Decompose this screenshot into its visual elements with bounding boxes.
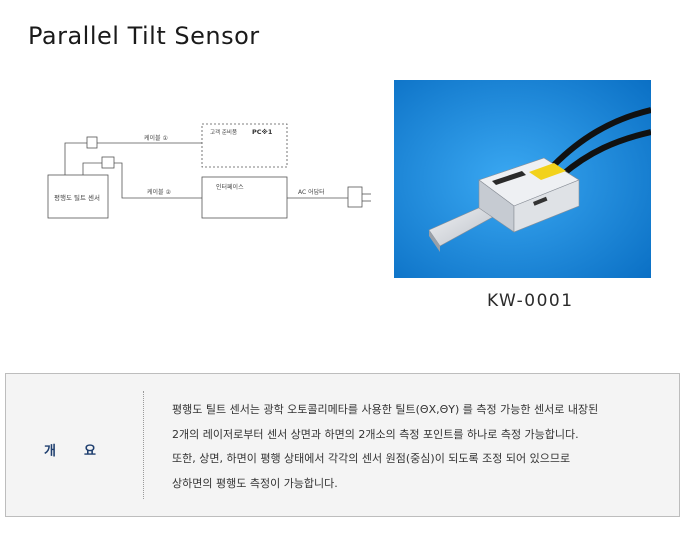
- interface-box: [201, 176, 288, 219]
- sensor-box: [47, 174, 109, 219]
- overview-label-char1: 개: [44, 444, 56, 459]
- interface-label: 인터페이스: [216, 183, 244, 191]
- cable1-label: 케이블 ①: [144, 134, 168, 142]
- product-photo: [394, 80, 651, 278]
- overview-divider: [143, 391, 144, 499]
- overview-line: 상하면의 평행도 측정이 가능합니다.: [172, 476, 338, 490]
- cable2-connector: [101, 156, 115, 169]
- customer-pc-tag: PC※1: [252, 127, 273, 136]
- cable2-line: [82, 162, 102, 175]
- cable2-label: 케이블 ②: [147, 188, 171, 196]
- page-title: Parallel Tilt Sensor: [28, 22, 260, 50]
- cable1-line: [64, 142, 87, 175]
- cable2-line-right: [114, 162, 202, 199]
- cable1-connector: [86, 136, 98, 149]
- customer-pc-label: 고객 준비품: [210, 128, 237, 136]
- overview-line: 2개의 레이저로부터 센서 상면과 하면의 2개소의 측정 포인트를 하나로 측…: [172, 427, 579, 441]
- overview-box: [5, 373, 680, 517]
- ac-adapter-label: AC 어답터: [298, 188, 325, 196]
- overview-line: 또한, 상면, 하면이 평행 상태에서 각각의 센서 원점(중심)이 되도록 조…: [172, 452, 571, 465]
- sensor-label: 평행도 틸트 센서: [54, 193, 100, 202]
- connection-diagram: 평행도 틸트 센서 고객 준비품 PC※1 케이블 ① 케이블 ② 인터페이스 …: [47, 123, 371, 219]
- overview-label-char2: 요: [83, 444, 96, 459]
- overview-text: 평행도 틸트 센서는 광학 오토콜리메타를 사용한 틸트(ΘX,ΘY) 를 측정…: [172, 398, 672, 496]
- model-code: KW-0001: [487, 291, 574, 311]
- overview-line: 평행도 틸트 센서는 광학 오토콜리메타를 사용한 틸트(ΘX,ΘY) 를 측정…: [172, 403, 599, 416]
- ac-plug: [347, 186, 363, 208]
